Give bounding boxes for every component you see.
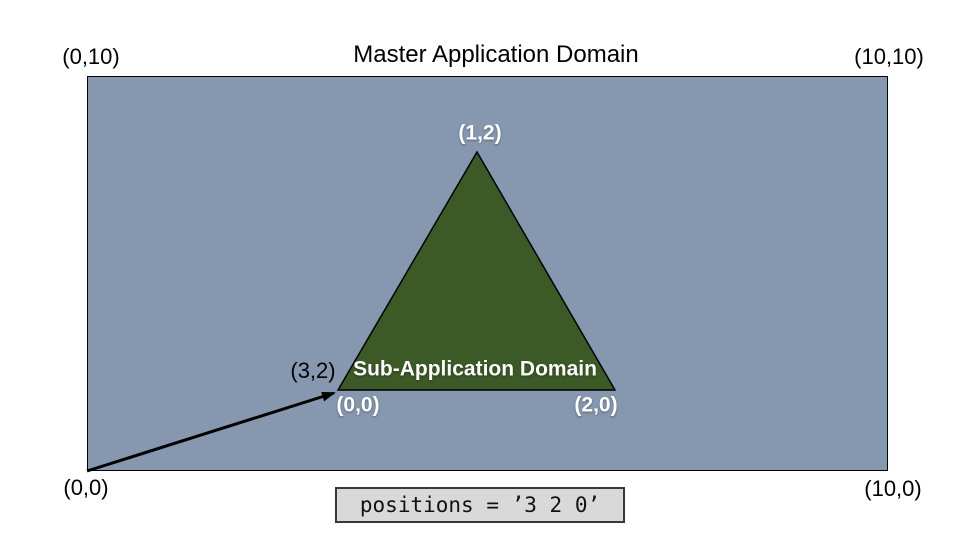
offset-arrow-label: (3,2)	[290, 358, 336, 383]
master-corner-top-left-label: (0,10)	[62, 44, 120, 69]
master-corner-bottom-left-label: (0,0)	[63, 475, 109, 500]
master-corner-top-right-label: (10,10)	[854, 44, 924, 69]
positions-code-box: positions = ’3 2 0’	[335, 487, 625, 523]
positions-code-text: positions = ’3 2 0’	[359, 493, 601, 517]
sub-vertex-apex-label: (1,2)	[458, 121, 502, 145]
master-domain-title: Master Application Domain	[353, 41, 639, 68]
sub-domain-title: Sub-Application Domain	[353, 357, 597, 381]
sub-domain-triangle	[336, 150, 617, 391]
master-corner-bottom-right-label: (10,0)	[864, 476, 922, 501]
sub-vertex-origin-label: (0,0)	[336, 393, 380, 417]
sub-vertex-right-label: (2,0)	[574, 393, 618, 417]
offset-arrow	[86, 391, 336, 473]
